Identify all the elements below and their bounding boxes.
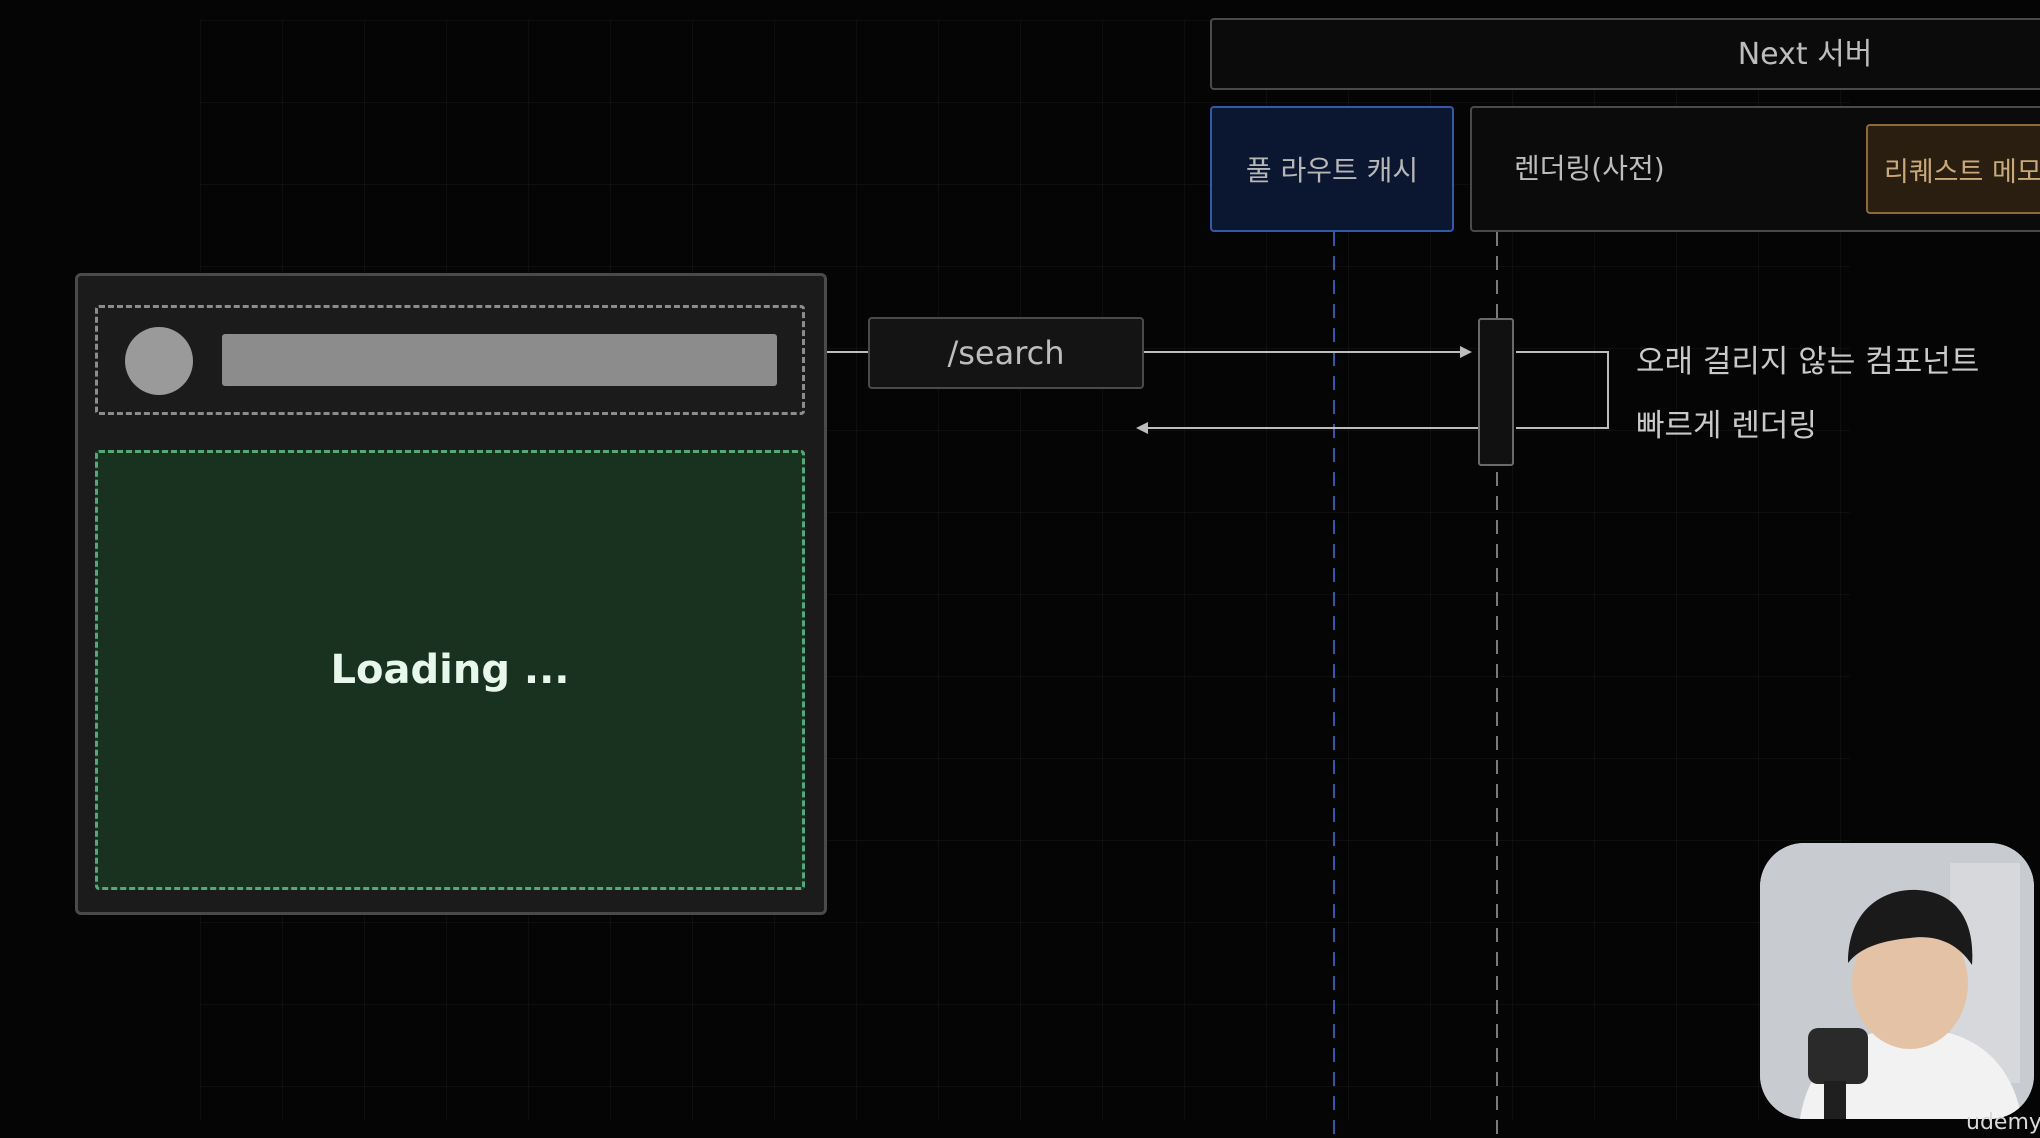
udemy-logo: udemy <box>1966 1110 2040 1135</box>
loading-text: Loading ... <box>331 647 570 693</box>
search-bar-placeholder <box>222 334 777 386</box>
avatar-placeholder <box>125 327 193 395</box>
presenter-image <box>1760 843 2034 1119</box>
note-fast-component: 오래 걸리지 않는 컴포넌트 <box>1636 336 1979 381</box>
loading-fallback-panel: Loading ... <box>95 450 805 890</box>
note-fast-rendering: 빠르게 렌더링 <box>1636 400 1817 445</box>
self-call-bracket <box>1516 352 1608 428</box>
presenter-webcam <box>1760 843 2034 1119</box>
search-request-label: /search <box>868 317 1144 389</box>
rendering-activation-bar <box>1478 318 1514 466</box>
